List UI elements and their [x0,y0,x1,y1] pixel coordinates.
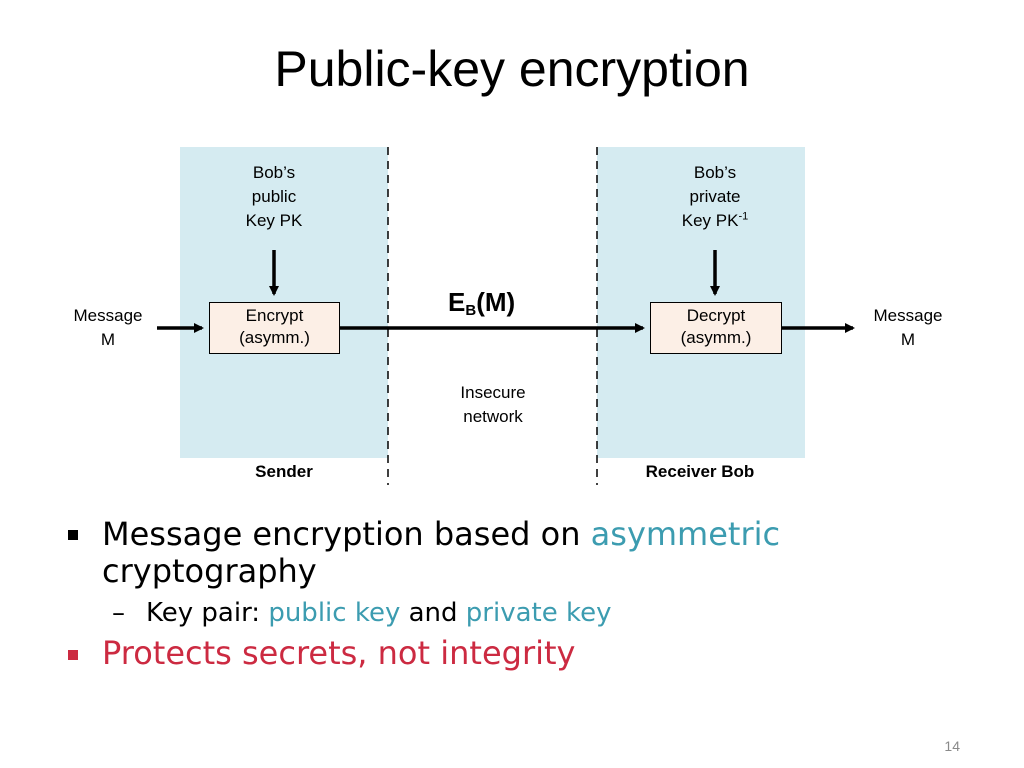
message-in-label: Message M [73,306,143,350]
slide-title: Public-key encryption [274,41,750,97]
private-key-label: Bob’s private Key PK-1 [681,163,749,231]
ciphertext-label: EB(M) [448,287,516,319]
public-key-label: Bob’s public Key PK [245,163,303,231]
bullet-item-asymmetric: Message encryption based on asymmetric c… [64,515,964,591]
dash-bullet-icon: – [112,597,125,628]
insecure-network-label: Insecure network [460,383,526,427]
bullet-list: Message encryption based on asymmetric c… [64,515,964,675]
message-out-label: Message M [873,306,943,350]
bullet-item-protects-secrets: Protects secrets, not integrity [64,633,964,675]
sender-zone-label: Sender [255,462,313,481]
encrypt-box: Encrypt (asymm.) [209,302,340,354]
decrypt-box: Decrypt (asymm.) [650,302,782,354]
sub-bullet-key-pair: – Key pair: public key and private key [64,595,964,631]
square-bullet-icon [68,650,78,661]
square-bullet-icon [68,530,78,540]
receiver-zone-label: Receiver Bob [645,462,755,481]
page-number: 14 [944,738,960,754]
